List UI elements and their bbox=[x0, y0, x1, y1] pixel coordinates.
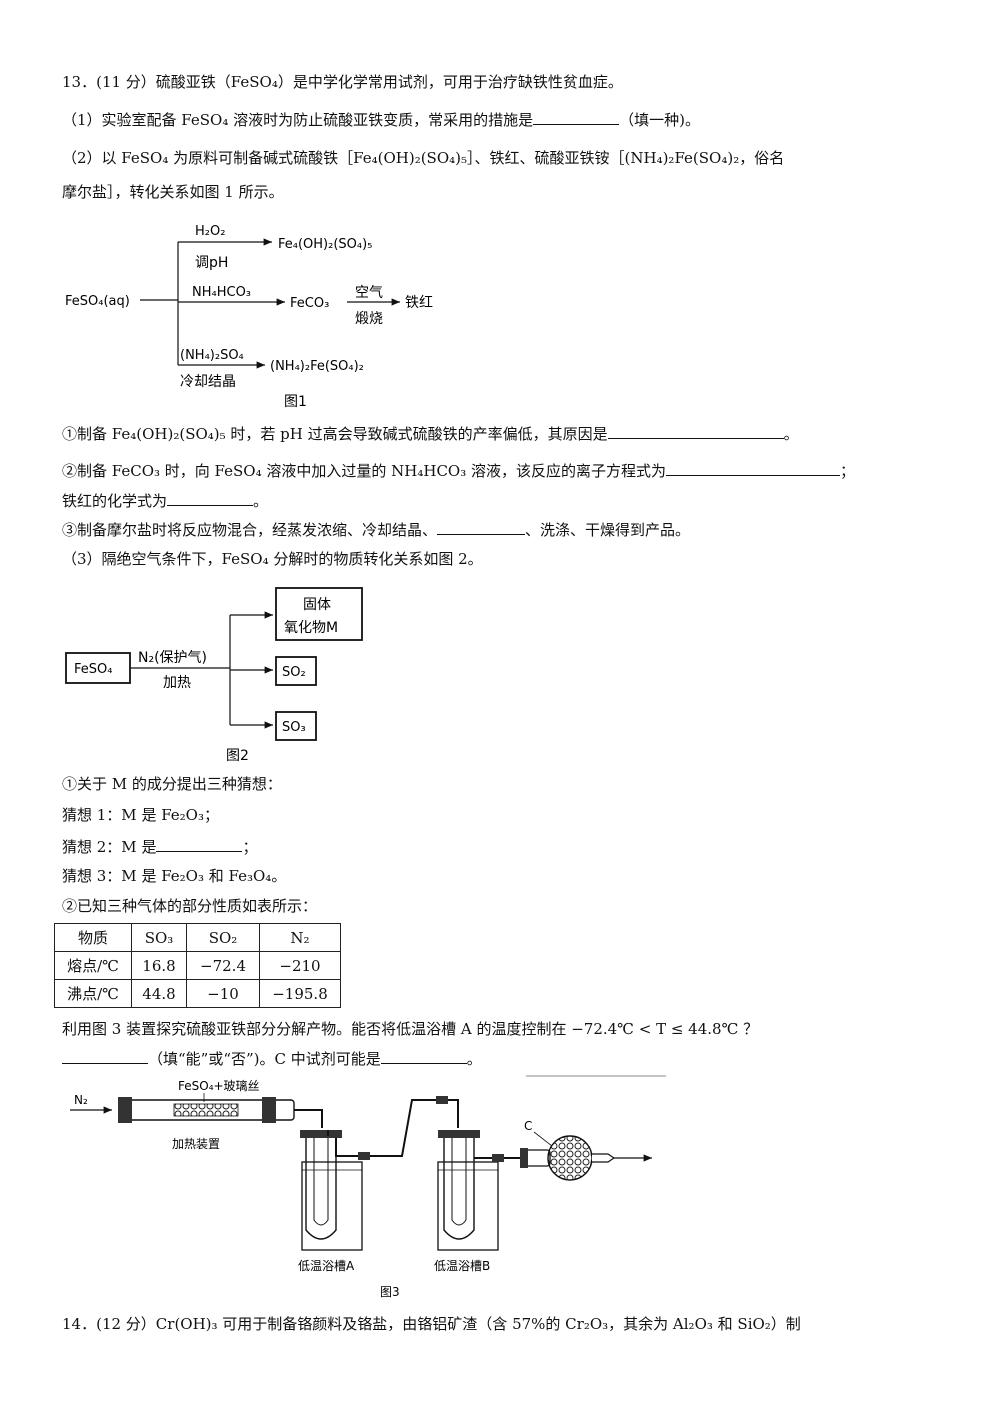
fig1-branch2-product: FeCO₃ bbox=[290, 296, 329, 311]
figure-3-apparatus: N₂ FeSO₄+玻璃丝 加热装置 低温浴槽A 低温浴槽B C 图3 bbox=[70, 1075, 666, 1299]
fig1-start: FeSO₄(aq) bbox=[65, 294, 130, 309]
fig1-branch2b-bottom: 煅烧 bbox=[355, 311, 383, 327]
table-cell: −72.4 bbox=[186, 951, 260, 980]
fig3-gas-in: N₂ bbox=[74, 1093, 88, 1107]
q13-sub1-end: 。 bbox=[783, 425, 799, 443]
q13-header: 13．(11 分）硫酸亚铁（FeSO₄）是中学化学常用试剂，可用于治疗缺铁性贫血… bbox=[62, 73, 623, 91]
q13-m-intro: ①关于 M 的成分提出三种猜想： bbox=[62, 775, 282, 793]
q13-guess3: 猜想 3：M 是 Fe₂O₃ 和 Fe₃O₄。 bbox=[62, 867, 287, 885]
q13-part1-text: （1）实验室配备 FeSO₄ 溶液时为防止硫酸亚铁变质，常采用的措施是 bbox=[62, 111, 534, 129]
fig1-branch2b-top: 空气 bbox=[355, 285, 383, 301]
q13-sub2-text: ②制备 FeCO₃ 时，向 FeSO₄ 溶液中加入过量的 NH₄HCO₃ 溶液，… bbox=[62, 462, 667, 480]
fig2-caption: 图2 bbox=[226, 748, 249, 764]
fig1-branch1-product: Fe₄(OH)₂(SO₄)₅ bbox=[278, 237, 372, 252]
fig1-branch1-top: H₂O₂ bbox=[195, 224, 225, 239]
fig1-branch2-top: NH₄HCO₃ bbox=[192, 285, 251, 300]
answer-blank[interactable] bbox=[666, 459, 841, 476]
fig2-out1-line1: 固体 bbox=[303, 597, 331, 613]
fig3-c-label: C bbox=[524, 1119, 532, 1133]
figure-1-diagram: FeSO₄(aq) H₂O₂ 调pH Fe₄(OH)₂(SO₄)₅ NH₄HCO… bbox=[65, 224, 433, 410]
q13-guess2: 猜想 2：M 是 ； bbox=[62, 835, 257, 858]
fig3-caption: 图3 bbox=[380, 1285, 400, 1299]
table-header-row: 物质 SO₃ SO₂ N₂ bbox=[54, 923, 341, 952]
q13-table-intro: ②已知三种气体的部分性质如表所示： bbox=[62, 897, 318, 915]
q13-sub2: ②制备 FeCO₃ 时，向 FeSO₄ 溶液中加入过量的 NH₄HCO₃ 溶液，… bbox=[62, 459, 855, 482]
fig3-tube-label: FeSO₄+玻璃丝 bbox=[178, 1079, 260, 1093]
fig1-caption: 图1 bbox=[284, 394, 307, 410]
fig2-out1-line2: 氧化物M bbox=[284, 620, 338, 636]
table-cell: 44.8 bbox=[131, 979, 187, 1008]
fig1-branch3-product: (NH₄)₂Fe(SO₄)₂ bbox=[270, 359, 364, 374]
fig2-arrow-bottom: 加热 bbox=[163, 675, 191, 691]
q13-sub3-end: 、洗涤、干燥得到产品。 bbox=[525, 521, 691, 539]
figure-2-diagram: FeSO₄ N₂(保护气) 加热 固体 氧化物M SO₂ SO₃ 图2 bbox=[65, 587, 363, 764]
q13-sub2b-end: 。 bbox=[253, 492, 269, 510]
q13-sub2b-text: 铁红的化学式为 bbox=[62, 492, 168, 510]
answer-blank[interactable] bbox=[607, 422, 784, 439]
q13-sub2b: 铁红的化学式为 。 bbox=[62, 489, 268, 512]
answer-blank[interactable] bbox=[533, 108, 620, 125]
table-cell: 熔点/℃ bbox=[54, 951, 132, 980]
answer-blank[interactable] bbox=[62, 1047, 148, 1064]
q13-fig3-question2-text: （填“能”或“否”)。C 中试剂可能是 bbox=[148, 1050, 381, 1068]
gas-properties-table: 物质 SO₃ SO₂ N₂ 熔点/℃ 16.8 −72.4 −210 沸点/℃ … bbox=[54, 923, 341, 1008]
q13-fig3-question2-end: 。 bbox=[466, 1050, 482, 1068]
fig1-branch1-bottom: 调pH bbox=[195, 255, 228, 271]
q13-guess2-text: 猜想 2：M 是 bbox=[62, 838, 157, 856]
q13-part3: （3）隔绝空气条件下，FeSO₄ 分解时的物质转化关系如图 2。 bbox=[62, 550, 483, 568]
fig2-start: FeSO₄ bbox=[74, 662, 112, 677]
table-row: 熔点/℃ 16.8 −72.4 −210 bbox=[54, 951, 341, 980]
fig2-out3: SO₃ bbox=[282, 720, 306, 735]
table-cell: −195.8 bbox=[259, 979, 341, 1008]
fig3-heater-label: 加热装置 bbox=[172, 1137, 220, 1151]
q13-sub3-text: ③制备摩尔盐时将反应物混合，经蒸发浓缩、冷却结晶、 bbox=[62, 521, 438, 539]
table-cell: −210 bbox=[259, 951, 341, 980]
table-cell: −10 bbox=[186, 979, 260, 1008]
fig1-branch3-bottom: 冷却结晶 bbox=[180, 374, 236, 390]
answer-blank[interactable] bbox=[380, 1047, 467, 1064]
q13-part2-line2: 摩尔盐］，转化关系如图 1 所示。 bbox=[62, 183, 284, 201]
table-header-cell: 物质 bbox=[54, 923, 132, 952]
q13-part2-line1: （2）以 FeSO₄ 为原料可制备碱式硫酸铁［Fe₄(OH)₂(SO₄)₅］、铁… bbox=[62, 149, 785, 167]
q13-sub1-text: ①制备 Fe₄(OH)₂(SO₄)₅ 时，若 pH 过高会导致碱式硫酸铁的产率偏… bbox=[62, 425, 608, 443]
table-cell: 16.8 bbox=[131, 951, 187, 980]
q13-sub3: ③制备摩尔盐时将反应物混合，经蒸发浓缩、冷却结晶、 、洗涤、干燥得到产品。 bbox=[62, 518, 690, 541]
fig2-arrow-top: N₂(保护气) bbox=[138, 650, 207, 666]
table-row: 沸点/℃ 44.8 −10 −195.8 bbox=[54, 979, 341, 1008]
answer-blank[interactable] bbox=[437, 518, 526, 535]
q13-guess2-end: ； bbox=[242, 838, 258, 856]
answer-blank[interactable] bbox=[156, 835, 243, 852]
q13-fig3-question: 利用图 3 装置探究硫酸亚铁部分分解产物。能否将低温浴槽 A 的温度控制在 −7… bbox=[62, 1020, 759, 1038]
q13-sub2-end: ； bbox=[840, 462, 856, 480]
q13-fig3-question2: （填“能”或“否”)。C 中试剂可能是 。 bbox=[62, 1047, 482, 1070]
table-header-cell: SO₃ bbox=[131, 923, 187, 952]
fig1-branch2b-product: 铁红 bbox=[405, 295, 433, 311]
q13-sub1: ①制备 Fe₄(OH)₂(SO₄)₅ 时，若 pH 过高会导致碱式硫酸铁的产率偏… bbox=[62, 422, 799, 445]
fig3-bath-b: 低温浴槽B bbox=[434, 1259, 490, 1273]
q13-guess1: 猜想 1：M 是 Fe₂O₃； bbox=[62, 806, 219, 824]
q13-part1-end: （填一种)。 bbox=[619, 111, 700, 129]
table-cell: 沸点/℃ bbox=[54, 979, 132, 1008]
table-header-cell: N₂ bbox=[259, 923, 341, 952]
fig3-bath-a: 低温浴槽A bbox=[298, 1259, 355, 1273]
q14-line: 14．(12 分）Cr(OH)₃ 可用于制备铬颜料及铬盐，由铬铝矿渣（含 57%… bbox=[62, 1315, 801, 1333]
q13-part1: （1）实验室配备 FeSO₄ 溶液时为防止硫酸亚铁变质，常采用的措施是 （填一种)… bbox=[62, 108, 700, 131]
answer-blank[interactable] bbox=[167, 489, 254, 506]
fig1-branch3-top: (NH₄)₂SO₄ bbox=[180, 348, 244, 363]
fig2-out2: SO₂ bbox=[282, 665, 306, 680]
table-header-cell: SO₂ bbox=[186, 923, 260, 952]
